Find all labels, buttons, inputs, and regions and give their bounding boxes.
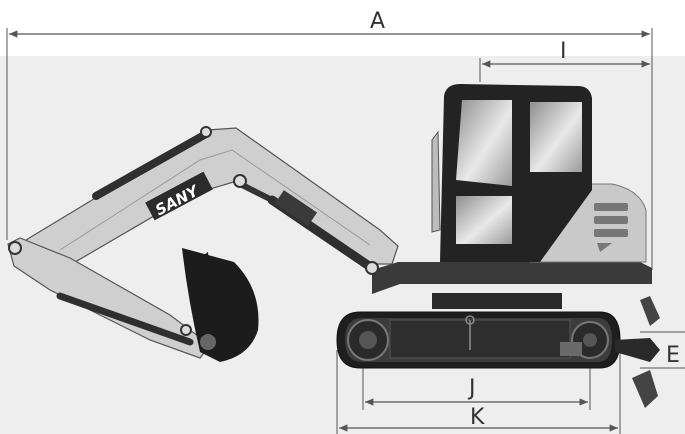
bucket-cylinder [56, 292, 194, 346]
engine-vents [594, 203, 628, 252]
chassis-lower [372, 262, 652, 294]
track-tensioner [560, 342, 582, 356]
dimension-label-k: K [470, 405, 485, 430]
swing-bearing [432, 293, 562, 309]
dimension-k: K [336, 350, 621, 434]
dimension-label-j: J [467, 376, 476, 401]
dimension-label-e: E [666, 343, 680, 368]
track-frame [389, 319, 571, 359]
dimension-label-i: I [560, 39, 567, 64]
upper-structure [372, 183, 652, 294]
dimension-i: I [479, 39, 650, 82]
bucket [182, 248, 259, 362]
track-assembly [336, 311, 621, 369]
boom: SANY [15, 126, 399, 275]
cab-window-side [530, 102, 582, 172]
dimension-e: E [640, 331, 685, 369]
arm-pivot-pin [8, 241, 22, 255]
dimension-a: A [6, 9, 653, 270]
dozer-blade [615, 296, 660, 408]
arm-cylinder [92, 130, 210, 200]
operator-cab [431, 84, 592, 262]
dimension-label-a: A [370, 9, 385, 34]
cab-window-front [456, 100, 512, 186]
cab-handrail [431, 130, 441, 233]
cab-window-lower [456, 196, 512, 244]
